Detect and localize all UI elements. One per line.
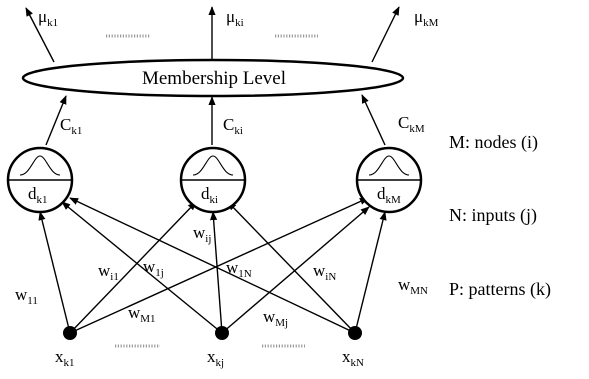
input-node-N [348,326,362,340]
node-label-1: dk1 [28,184,48,206]
weight-label-iN: wiN [313,261,336,283]
gaussian-icon [19,155,61,176]
weight-label-1j: w1j [143,257,164,279]
gaussian-icon [368,155,410,176]
weight-label-MN: wMN [398,275,428,297]
input-label-1: xk1 [55,347,75,369]
weight-label-11: w11 [15,285,38,307]
connection-arrows [45,94,386,146]
membership-label: Membership Level [142,68,286,89]
node-label-i: dki [201,184,218,206]
input-node-j [215,326,229,340]
weight-line-1-i [69,201,197,334]
connection-label-1: Ck1 [60,115,82,137]
weight-line-1-M [69,197,369,334]
weight-label-1N: w1N [226,258,252,280]
connection-label-M: CkM [398,113,425,135]
connection-arrow-1 [45,95,67,146]
weight-line-N-i [227,201,356,334]
weight-line-j-i [210,211,223,334]
weight-line-1-1 [38,211,71,334]
weight-line-N-M [354,211,387,334]
input-label-N: xkN [342,347,364,369]
weight-lines [38,197,387,334]
output-label-1: μk1 [38,7,58,29]
output-label-M: μkM [414,7,439,29]
output-arrows [25,6,400,63]
legend-patterns: P: patterns (k) [449,279,551,300]
output-label-i: μki [226,7,244,29]
membership-ellipse [21,58,405,98]
gaussian-icon [192,155,234,176]
weight-line-j-1 [61,201,223,334]
weight-label-i1: wi1 [98,261,119,283]
node-label-M: dkM [377,184,401,206]
node-M: dkM [355,146,423,214]
input-label-j: xkj [207,347,224,369]
output-arrow-1 [25,7,55,63]
connection-label-i: Cki [223,115,243,137]
node-i: dki [179,146,247,214]
node-1: dk1 [6,146,74,214]
weight-label-M1: wM1 [128,303,156,325]
weight-label-Mj: wMj [263,307,288,329]
connection-arrow-M [361,94,386,146]
legend-nodes: M: nodes (i) [449,132,538,153]
input-node-1 [63,326,77,340]
weight-label-ij: wij [193,223,211,245]
legend-inputs: N: inputs (j) [449,205,537,226]
weight-line-N-1 [69,197,356,334]
weight-line-j-M [221,206,370,334]
output-arrow-M [371,6,400,63]
